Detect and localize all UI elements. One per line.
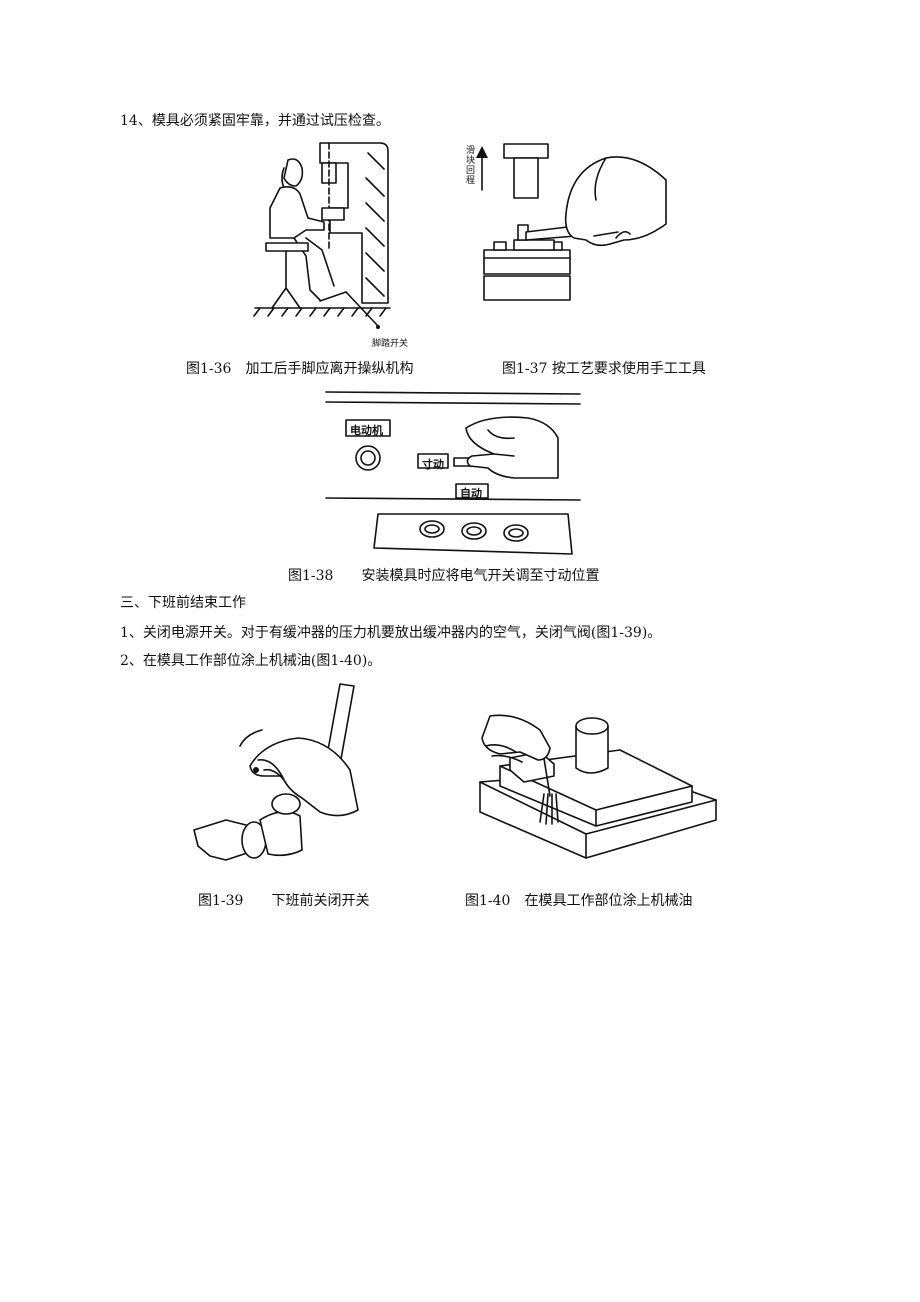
figure-1-38-illustration xyxy=(325,391,581,555)
figure-1-36-illustration xyxy=(253,142,391,329)
figure-1-37-illustration xyxy=(476,143,667,301)
item-1-text: 1、关闭电源开关。对于有缓冲器的压力机要放出缓冲器内的空气，关闭气阀(图1-39… xyxy=(120,625,662,641)
figure-1-40-illustration xyxy=(479,714,717,859)
slide-return-label: 滑块回程 xyxy=(466,146,476,186)
section-3-heading: 三、下班前结束工作 xyxy=(120,595,246,611)
inch-mode-label: 寸动 xyxy=(422,458,444,471)
auto-mode-label: 自动 xyxy=(460,487,482,500)
figure-1-36-caption: 图1-36 加工后手脚应离开操纵机构 xyxy=(186,361,414,377)
motor-label: 电动机 xyxy=(350,424,383,437)
figure-1-40-caption: 图1-40 在模具工作部位涂上机械油 xyxy=(465,893,693,909)
pedal-switch-label: 脚踏开关 xyxy=(372,339,409,349)
figure-1-39-caption: 图1-39 下班前关闭开关 xyxy=(198,893,370,909)
figure-1-38-caption: 图1-38 安装模具时应将电气开关调至寸动位置 xyxy=(288,568,600,584)
figure-1-39-illustration xyxy=(193,683,359,861)
item-2-text: 2、在模具工作部位涂上机械油(图1-40)。 xyxy=(120,653,382,669)
figure-1-37-caption: 图1-37 按工艺要求使用手工工具 xyxy=(502,361,706,377)
item-14-text: 14、模具必须紧固牢靠，并通过试压检查。 xyxy=(120,113,390,129)
